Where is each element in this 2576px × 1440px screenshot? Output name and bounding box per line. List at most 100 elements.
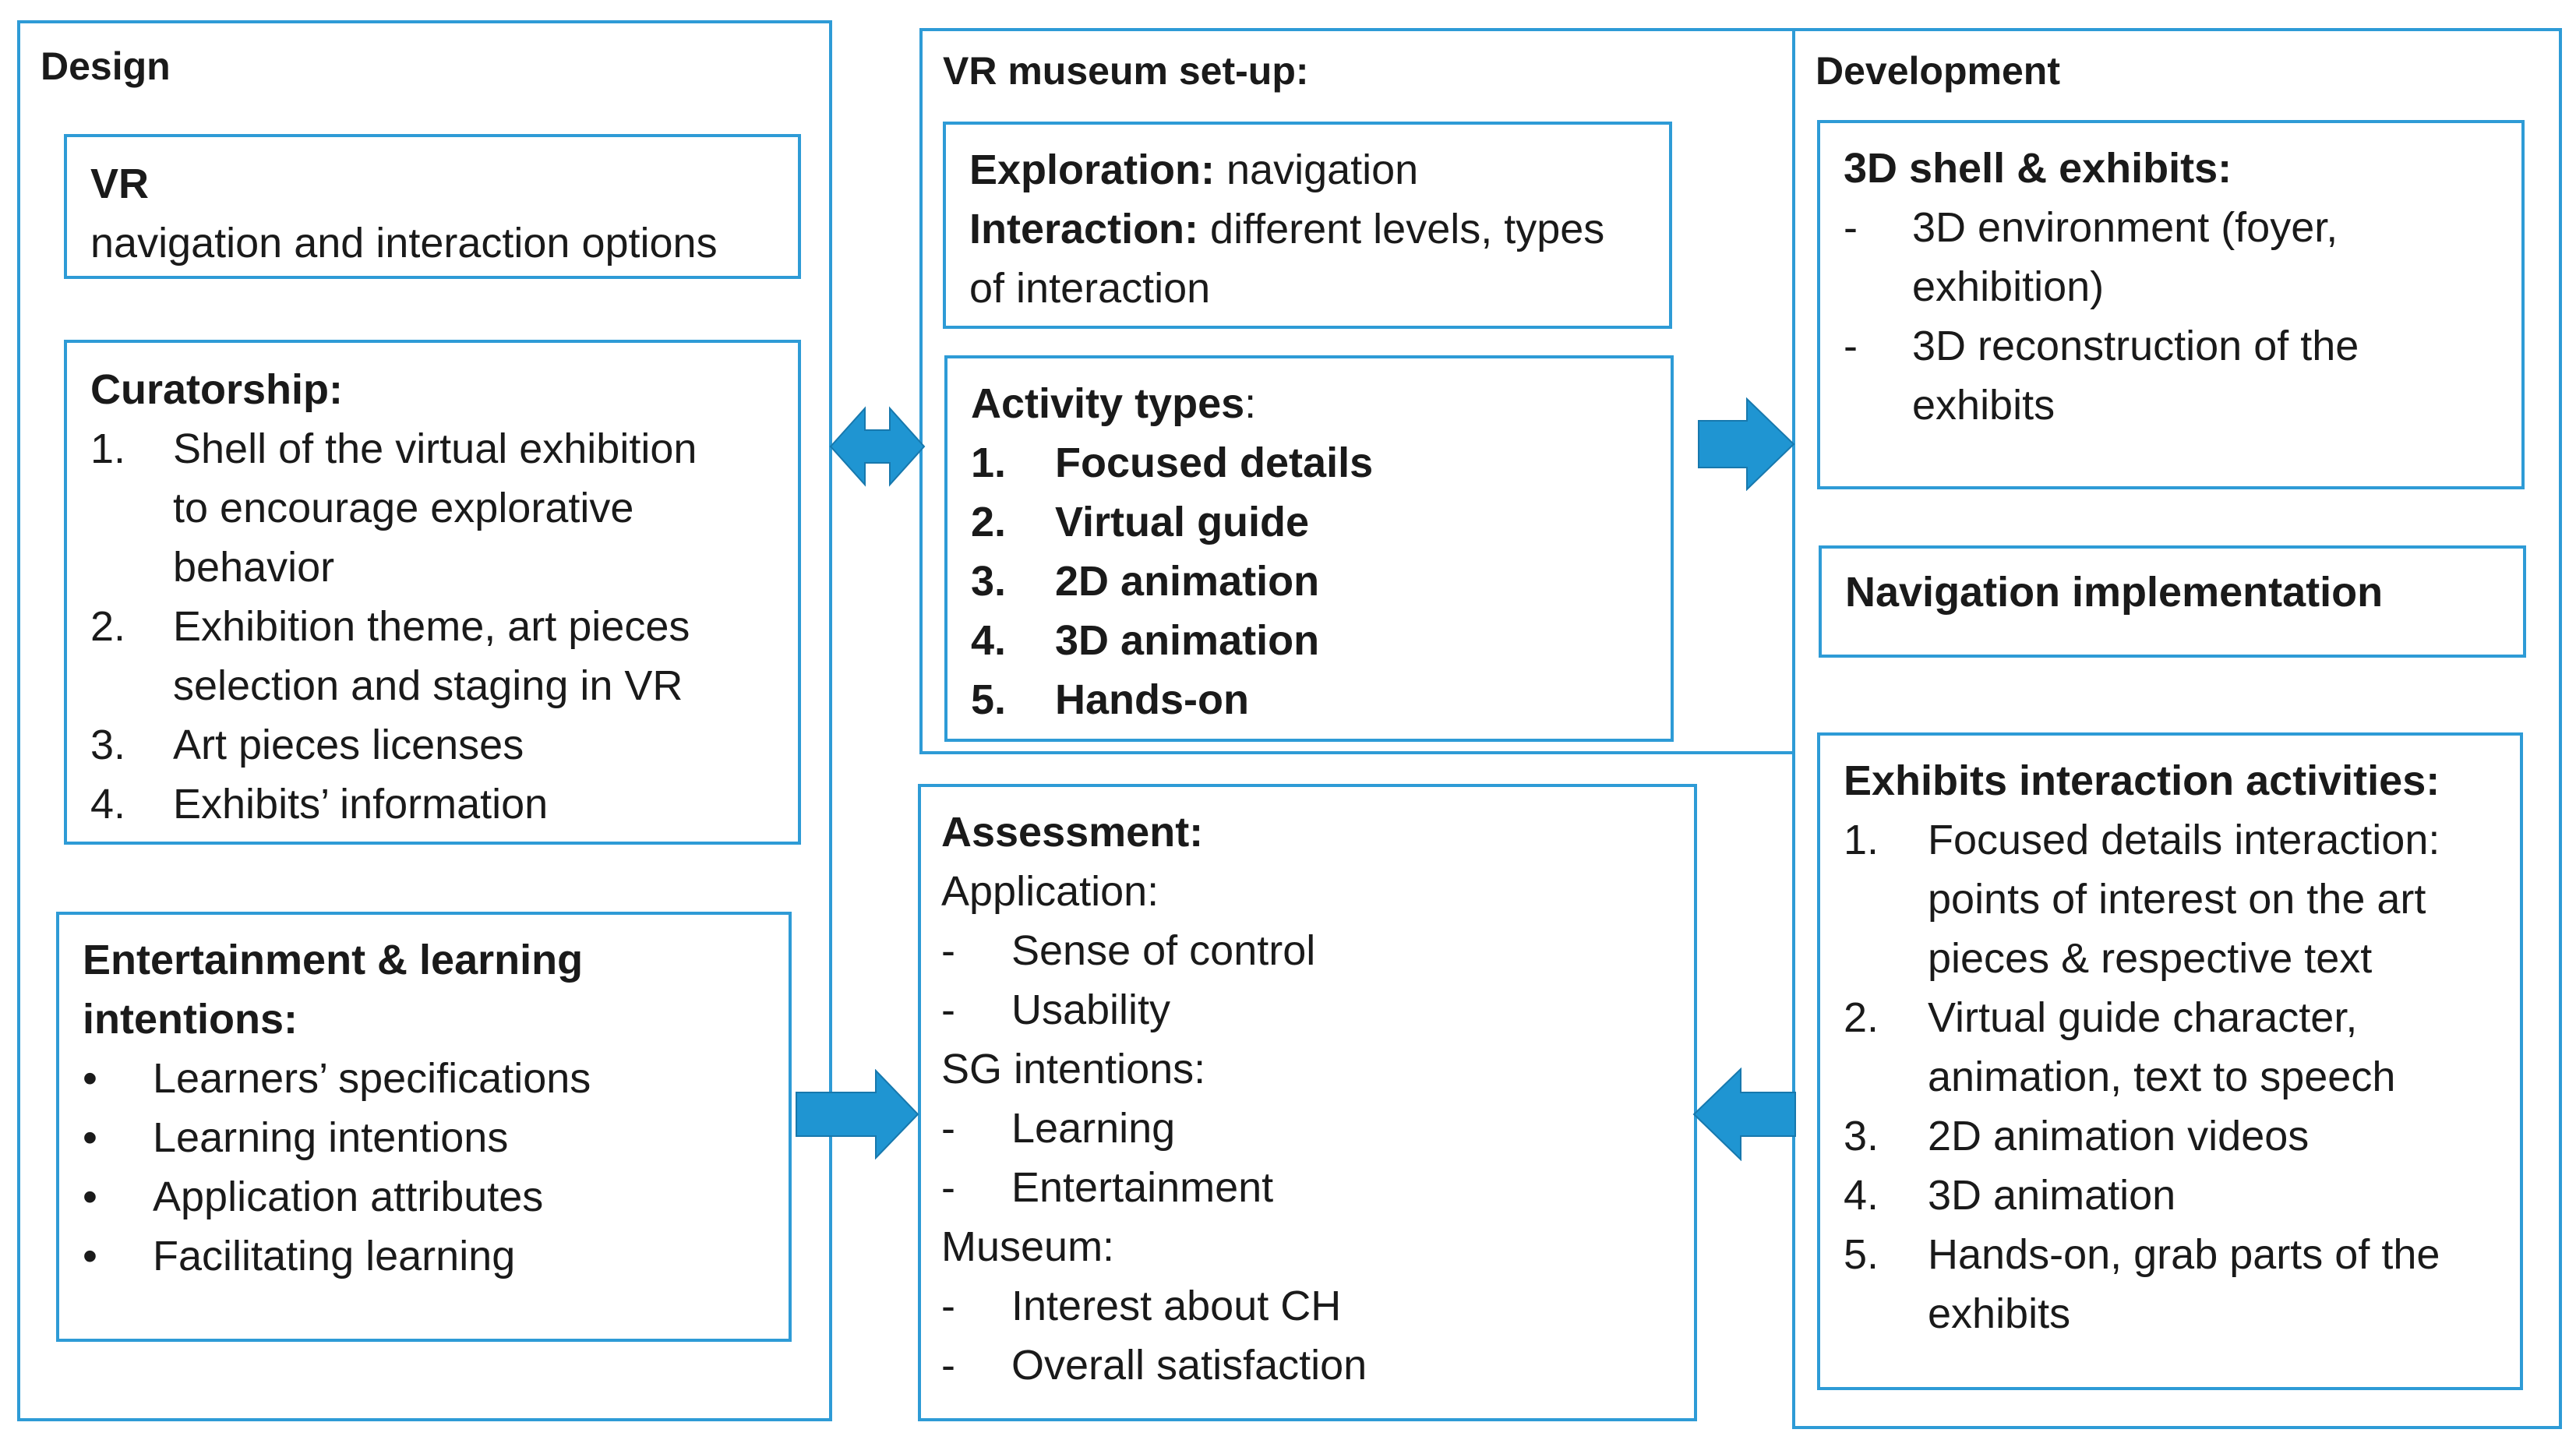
assessment-heading: Assessment: (941, 809, 1204, 856)
dash-marker: - (1844, 323, 1858, 369)
shell-heading: 3D shell & exhibits: (1844, 145, 2232, 192)
assessment-box: Assessment: Application: - Sense of contr… (918, 784, 1697, 1421)
dash-marker: - (1844, 204, 1858, 251)
activity-item: 2. Virtual guide (971, 492, 1658, 552)
item-line: Hands-on, grab parts of the (1928, 1231, 2440, 1278)
item-line: behavior (173, 544, 335, 591)
assessment-item: - Usability (941, 980, 1681, 1039)
assessment-group-label: SG intentions: (941, 1046, 1206, 1092)
item-line: exhibition) (1912, 263, 2105, 310)
item-line: 3D animation (1928, 1172, 2176, 1219)
dash-marker: - (941, 986, 955, 1033)
vr-text: navigation and interaction options (90, 220, 718, 266)
item-text: Usability (1011, 986, 1171, 1033)
activity-label: Activity types (971, 380, 1245, 427)
activity-item: 4. 3D animation (971, 611, 1658, 670)
item-text: Entertainment (1011, 1164, 1274, 1211)
double-arrow-icon (829, 406, 926, 487)
item-number: 4. (90, 781, 126, 828)
item-line: Virtual guide character, (1928, 994, 2358, 1041)
interaction-heading: Exhibits interaction activities: (1844, 757, 2440, 804)
assessment-item: - Entertainment (941, 1158, 1681, 1217)
interaction-item: 3. 2D animation videos (1844, 1106, 2507, 1166)
entertainment-item: • Facilitating learning (83, 1226, 776, 1286)
activity-types-box: Activity types: 1.Focused details 2.Virt… (944, 355, 1674, 742)
development-title: Development (1816, 49, 2060, 93)
shell-item: - 3D environment (foyer, exhibition) (1844, 198, 2509, 316)
interaction-text-cont: of interaction (969, 265, 1211, 312)
item-text: Overall satisfaction (1011, 1342, 1367, 1389)
assessment-item: - Learning (941, 1099, 1681, 1158)
bullet-icon: • (83, 1114, 97, 1161)
vr-box: VR navigation and interaction options (64, 134, 801, 279)
item-text: Learning intentions (153, 1114, 509, 1161)
activity-item: 5.Hands-on (971, 670, 1658, 729)
shell-exhibits-box: 3D shell & exhibits: - 3D environment (f… (1817, 120, 2525, 489)
item-line: 3D environment (foyer, (1912, 204, 2338, 251)
activity-heading: Activity types: (971, 374, 1658, 433)
exploration-text: navigation (1215, 146, 1419, 193)
entertainment-item: • Application attributes (83, 1167, 776, 1226)
curatorship-item: 4. Exhibits’ information (90, 775, 785, 834)
design-title: Design (41, 44, 171, 88)
assessment-group-label: Museum: (941, 1223, 1115, 1270)
assessment-group-label: Application: (941, 868, 1159, 915)
item-text: Virtual guide (1055, 499, 1310, 545)
assessment-item: -Interest about CH (941, 1276, 1681, 1336)
item-text: Sense of control (1011, 927, 1316, 974)
dash-marker: - (941, 1164, 955, 1211)
item-line: 3D reconstruction of the (1912, 323, 2359, 369)
interaction-text: different levels, types (1198, 206, 1605, 252)
item-line: Exhibition theme, art pieces (173, 603, 690, 650)
vr-setup-title: VR museum set-up: (943, 49, 1309, 93)
item-line: 2D animation videos (1928, 1113, 2310, 1159)
navigation-heading: Navigation implementation (1845, 569, 2384, 616)
item-line: selection and staging in VR (173, 662, 683, 709)
item-number: 3. (1844, 1113, 1879, 1159)
curatorship-item: 2. Exhibition theme, art pieces selectio… (90, 597, 785, 715)
interaction-item: 2. Virtual guide character, animation, t… (1844, 988, 2507, 1106)
curatorship-item: 1. Shell of the virtual exhibition to en… (90, 419, 785, 597)
item-line: pieces & respective text (1928, 935, 2373, 982)
item-text: Hands-on (1055, 676, 1249, 723)
dash-marker: - (941, 1105, 955, 1152)
item-line: to encourage explorative (173, 485, 634, 531)
dash-marker: - (941, 1283, 955, 1329)
bullet-icon: • (83, 1174, 97, 1220)
item-line: Shell of the virtual exhibition (173, 425, 697, 472)
item-line: points of interest on the art (1928, 876, 2426, 923)
item-text: Learning (1011, 1105, 1176, 1152)
item-text: 2D animation (1055, 558, 1320, 605)
interaction-item: 5. Hands-on, grab parts of the exhibits (1844, 1225, 2507, 1343)
item-number: 2. (1844, 994, 1879, 1041)
curatorship-box: Curatorship: 1. Shell of the virtual exh… (64, 340, 801, 845)
activity-colon: : (1244, 380, 1257, 427)
item-number: 1. (971, 439, 1007, 486)
assessment-item: -Overall satisfaction (941, 1336, 1681, 1395)
item-number: 2. (90, 603, 126, 650)
item-text: 3D animation (1055, 617, 1320, 664)
curatorship-heading: Curatorship: (90, 366, 343, 413)
right-arrow-icon (1698, 397, 1795, 491)
entertainment-learning-box: Entertainment & learning intentions: • L… (56, 912, 792, 1342)
entertainment-heading-line: intentions: (83, 996, 298, 1043)
item-number: 4. (1844, 1172, 1879, 1219)
item-text: Facilitating learning (153, 1233, 516, 1279)
right-arrow-icon (796, 1069, 919, 1159)
item-number: 3. (90, 722, 126, 768)
item-number: 2. (971, 499, 1007, 545)
interaction-item: 1. Focused details interaction: points o… (1844, 810, 2507, 988)
item-number: 4. (971, 617, 1007, 664)
bullet-icon: • (83, 1055, 97, 1102)
left-arrow-icon (1692, 1068, 1796, 1161)
dash-marker: - (941, 927, 955, 974)
item-text: Learners’ specifications (153, 1055, 591, 1102)
interaction-line: Interaction: different levels, types (969, 199, 1657, 259)
item-line: exhibits (1928, 1290, 2071, 1337)
entertainment-item: • Learners’ specifications (83, 1049, 776, 1108)
item-number: 1. (1844, 817, 1879, 863)
curatorship-item: 3. Art pieces licenses (90, 715, 785, 775)
exhibits-interaction-box: Exhibits interaction activities: 1. Focu… (1817, 732, 2523, 1390)
shell-item: - 3D reconstruction of the exhibits (1844, 316, 2509, 435)
activity-item: 3.2D animation (971, 552, 1658, 611)
